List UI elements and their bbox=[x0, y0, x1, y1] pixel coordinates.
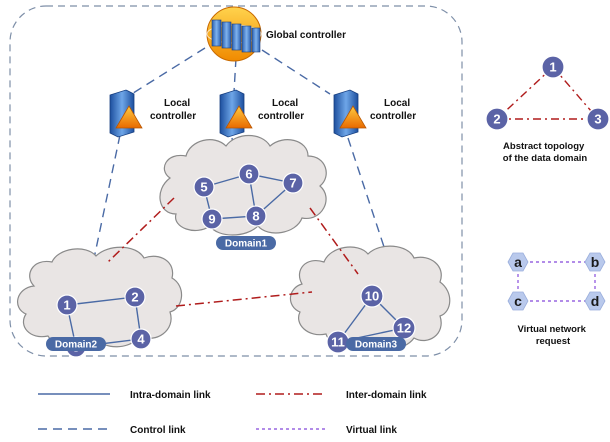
svg-text:2: 2 bbox=[131, 290, 138, 305]
domain1-node: 7 bbox=[282, 172, 304, 194]
domain3-node: 11 bbox=[326, 330, 350, 354]
svg-text:5: 5 bbox=[200, 180, 207, 195]
svg-text:12: 12 bbox=[397, 321, 411, 336]
virtual-network-caption: Virtual network request bbox=[517, 324, 588, 347]
svg-text:a: a bbox=[514, 254, 522, 270]
svg-text:3: 3 bbox=[594, 112, 601, 127]
global-controller-icon bbox=[206, 6, 262, 62]
legend-intra-domain: Intra-domain link bbox=[38, 390, 211, 401]
svg-text:1: 1 bbox=[549, 60, 556, 75]
abstract-node: 1 bbox=[541, 55, 565, 79]
local-controller-icon bbox=[109, 89, 143, 138]
domain1-tag: Domain1 bbox=[216, 236, 276, 250]
virtual-network-request: a b c d bbox=[507, 252, 606, 311]
svg-text:Intra-domain link: Intra-domain link bbox=[130, 390, 211, 401]
abstract-node: 2 bbox=[485, 107, 509, 131]
local-controller-label: Local controller bbox=[370, 98, 416, 122]
svg-text:7: 7 bbox=[289, 176, 296, 191]
domain2-node: 1 bbox=[56, 294, 78, 316]
network-boundary bbox=[9, 5, 463, 357]
local-controller-icon bbox=[219, 89, 253, 138]
domain3-tag: Domain3 bbox=[346, 337, 406, 351]
abstract-node: 3 bbox=[586, 107, 610, 131]
domain2-tag: Domain2 bbox=[46, 337, 106, 351]
virtual-node-hexagon: a bbox=[507, 252, 529, 272]
svg-text:d: d bbox=[591, 293, 600, 309]
domain2-cloud bbox=[17, 246, 183, 348]
domain1-cloud bbox=[159, 134, 327, 236]
domain2-node: 4 bbox=[130, 328, 152, 350]
local-controller-label: Local controller bbox=[258, 98, 304, 122]
local-controller-icon bbox=[333, 89, 367, 138]
svg-text:4: 4 bbox=[137, 332, 145, 347]
svg-text:1: 1 bbox=[63, 298, 70, 313]
virtual-node-hexagon: c bbox=[507, 291, 529, 311]
svg-text:Domain3: Domain3 bbox=[355, 340, 398, 351]
inter-domain-links bbox=[107, 197, 359, 307]
svg-text:9: 9 bbox=[208, 212, 215, 227]
svg-text:Virtual link: Virtual link bbox=[346, 425, 397, 436]
domain3-node: 10 bbox=[360, 284, 384, 308]
svg-text:Control link: Control link bbox=[130, 425, 186, 436]
svg-text:11: 11 bbox=[331, 335, 345, 350]
virtual-node-hexagon: b bbox=[584, 252, 606, 272]
svg-text:b: b bbox=[591, 254, 600, 270]
global-controller-label: Global controller bbox=[266, 30, 346, 41]
svg-text:Domain2: Domain2 bbox=[55, 340, 98, 351]
svg-text:c: c bbox=[514, 293, 522, 309]
svg-text:10: 10 bbox=[365, 289, 379, 304]
domain1-node: 8 bbox=[245, 205, 267, 227]
svg-text:6: 6 bbox=[245, 167, 252, 182]
legend-virtual: Virtual link bbox=[256, 425, 397, 436]
legend: Intra-domain link Inter-domain link Cont… bbox=[38, 390, 427, 436]
domain1-node: 5 bbox=[193, 176, 215, 198]
domain3-node: 12 bbox=[392, 316, 416, 340]
svg-text:Inter-domain link: Inter-domain link bbox=[346, 390, 427, 401]
svg-text:2: 2 bbox=[493, 112, 500, 127]
abstract-topology-caption: Abstract topology of the data domain bbox=[503, 141, 588, 164]
virtual-node-hexagon: d bbox=[584, 291, 606, 311]
svg-text:8: 8 bbox=[252, 209, 259, 224]
domain2-node: 2 bbox=[124, 286, 146, 308]
legend-control: Control link bbox=[38, 425, 186, 436]
svg-text:Domain1: Domain1 bbox=[225, 239, 268, 250]
local-controller-label: Local controller bbox=[150, 98, 196, 122]
domain1-node: 9 bbox=[201, 208, 223, 230]
domain1-node: 6 bbox=[238, 163, 260, 185]
abstract-topology: 1 2 3 bbox=[485, 55, 610, 131]
legend-inter-domain: Inter-domain link bbox=[256, 390, 427, 401]
